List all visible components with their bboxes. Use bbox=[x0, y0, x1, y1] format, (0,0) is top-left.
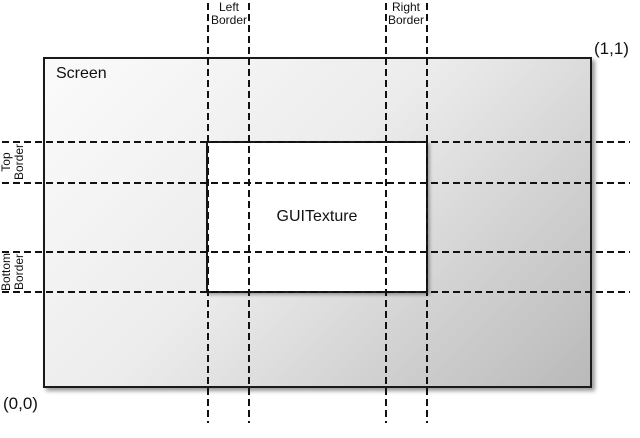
guide-line-texture-top-edge bbox=[2, 141, 630, 143]
right-border-label: Right Border bbox=[371, 1, 441, 27]
coordinate-bottom-left: (0,0) bbox=[3, 394, 38, 413]
right-border-label-line2: Border bbox=[387, 13, 425, 27]
bottom-border-label-line2: Border bbox=[12, 253, 26, 291]
screen-label: Screen bbox=[56, 65, 107, 82]
guide-line-texture-left-edge bbox=[207, 3, 209, 423]
guide-line-right-border bbox=[385, 3, 387, 423]
bottom-border-label: Bottom Border bbox=[0, 244, 28, 300]
guide-line-texture-right-edge bbox=[426, 3, 428, 423]
left-border-label-line2: Border bbox=[210, 13, 248, 27]
guide-line-top-border bbox=[2, 182, 630, 184]
right-border-label-line1: Right bbox=[391, 0, 420, 14]
guide-line-bottom-border bbox=[2, 251, 630, 253]
guide-line-texture-bottom-edge bbox=[2, 291, 630, 293]
top-border-label-line2: Border bbox=[12, 143, 26, 181]
top-border-label: Top Border bbox=[0, 134, 28, 190]
coordinate-top-right: (1,1) bbox=[594, 39, 629, 58]
guide-line-left-border bbox=[248, 3, 250, 423]
guitexture-label: GUITexture bbox=[276, 208, 358, 225]
left-border-label: Left Border bbox=[194, 1, 264, 27]
guitexture-rect: GUITexture bbox=[206, 141, 428, 293]
left-border-label-line1: Left bbox=[218, 0, 239, 14]
